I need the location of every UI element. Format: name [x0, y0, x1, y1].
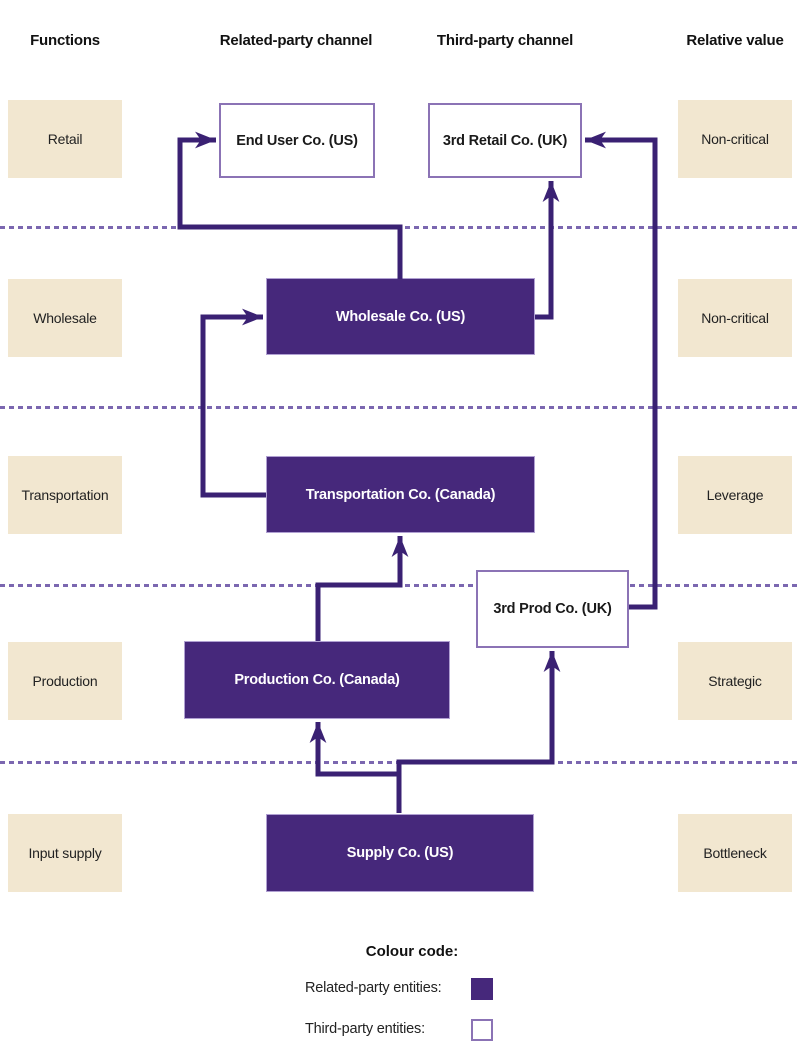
function-box-input-supply: Input supply [8, 814, 122, 892]
arrow-production-to-transportation [315, 536, 409, 641]
header-third-channel: Third-party channel [436, 32, 574, 49]
function-box-retail: Retail [8, 100, 122, 178]
value-box-noncritical-2: Non-critical [678, 279, 792, 357]
arrow-wholesale-to-3rdretail [535, 181, 560, 320]
value-box-strategic: Strategic [678, 642, 792, 720]
value-box-noncritical-1: Non-critical [678, 100, 792, 178]
row-divider-2 [0, 406, 800, 409]
entity-transportation-co: Transportation Co. (Canada) [266, 456, 535, 533]
row-divider-4 [0, 761, 800, 764]
legend-title: Colour code: [365, 943, 459, 960]
related-party-swatch-icon [471, 978, 493, 1000]
arrow-3rdprod-to-3rdretail [585, 131, 658, 610]
value-box-leverage: Leverage [678, 456, 792, 534]
entity-end-user-co: End User Co. (US) [219, 103, 375, 178]
arrow-supply-to-production [309, 722, 402, 813]
row-divider-1 [0, 226, 800, 229]
function-box-transportation: Transportation [8, 456, 122, 534]
header-relative-value: Relative value [686, 32, 784, 49]
legend-label-third: Third-party entities: [305, 1021, 425, 1037]
function-box-wholesale: Wholesale [8, 279, 122, 357]
header-related-channel: Related-party channel [219, 32, 373, 49]
entity-3rd-retail-co: 3rd Retail Co. (UK) [428, 103, 582, 178]
row-divider-3 [0, 584, 800, 587]
entity-supply-co: Supply Co. (US) [266, 814, 534, 892]
function-box-production: Production [8, 642, 122, 720]
legend-label-related: Related-party entities: [305, 980, 442, 996]
third-party-swatch-icon [471, 1019, 493, 1041]
value-box-bottleneck: Bottleneck [678, 814, 792, 892]
entity-wholesale-co: Wholesale Co. (US) [266, 278, 535, 355]
entity-production-co: Production Co. (Canada) [184, 641, 450, 719]
header-functions: Functions [30, 32, 100, 49]
entity-3rd-prod-co: 3rd Prod Co. (UK) [476, 570, 629, 648]
